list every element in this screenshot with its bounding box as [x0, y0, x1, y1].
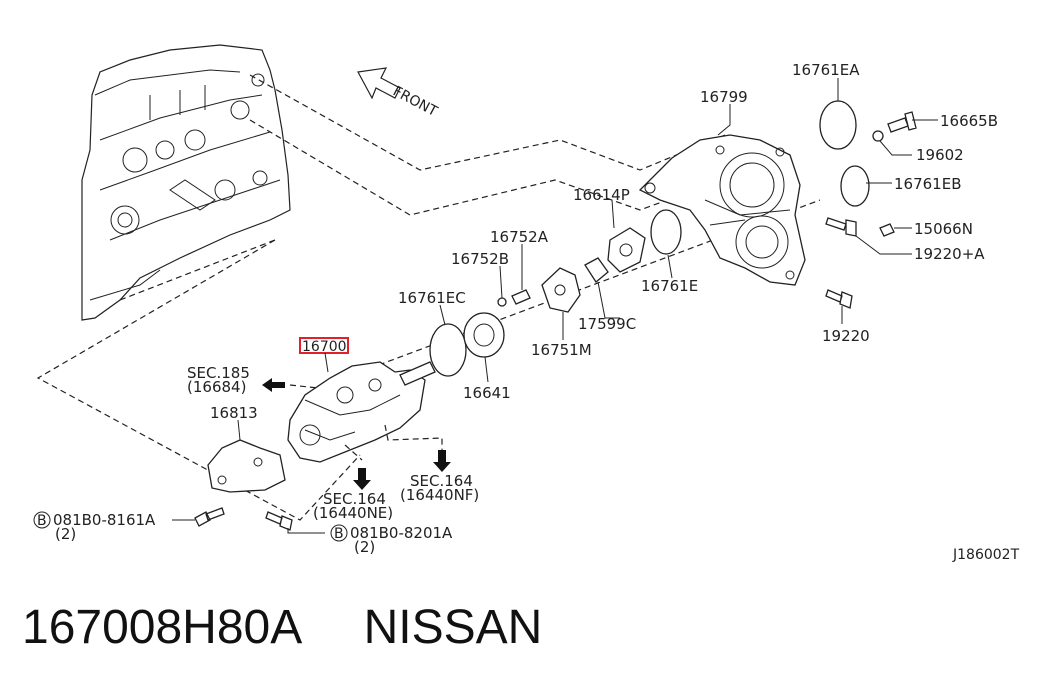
- label-sec185: SEC.185: [187, 364, 250, 382]
- gasket-16761ea: [819, 100, 857, 150]
- label-19220: 19220: [822, 327, 870, 345]
- washer-16752b: [497, 297, 507, 307]
- label-16751m: 16751M: [531, 341, 592, 359]
- injection-pump: [287, 361, 436, 463]
- label-16614p: 16614P: [573, 186, 630, 204]
- washer-19602: [872, 130, 884, 142]
- flange-16641: [463, 312, 505, 358]
- label-sec164-nf: SEC.164: [410, 472, 473, 490]
- label-16813: 16813: [210, 404, 258, 422]
- label-16799: 16799: [700, 88, 748, 106]
- bushing-17599c: [584, 257, 609, 283]
- label-16761eb: 16761EB: [894, 175, 962, 193]
- label-bolt-a-qty: (2): [55, 525, 76, 543]
- label-16700: 16700: [302, 339, 347, 355]
- arrow-sec164-nf-icon: [433, 450, 451, 472]
- label-15066n: 15066N: [914, 220, 973, 238]
- sec164-nf-leader: [384, 424, 443, 450]
- label-16752a: 16752A: [490, 228, 549, 246]
- gasket-16761ec: [429, 323, 467, 377]
- bolt-19220a: [825, 217, 857, 237]
- label-bolt-a: 081B0-8161A: [53, 511, 156, 529]
- label-sec164-ne: SEC.164: [323, 490, 386, 508]
- part-caption: 167008H80A NISSAN: [22, 596, 1022, 666]
- exploded-parts-diagram: FRONT: [33, 44, 1020, 563]
- label-17599c: 17599C: [578, 315, 636, 333]
- part-number: 167008H80A: [22, 601, 303, 654]
- bolt-a-marker: B: [37, 513, 47, 529]
- label-16752b: 16752B: [451, 250, 509, 268]
- label-19602: 19602: [916, 146, 964, 164]
- brand-name: NISSAN: [363, 601, 543, 654]
- assembly-outline: [36, 74, 726, 521]
- label-bolt-b: 081B0-8201A: [350, 524, 453, 542]
- leader-lines: [172, 78, 938, 534]
- drawing-code: J186002T: [952, 547, 1020, 563]
- bolt-19220: [825, 289, 853, 309]
- label-sec185-ref: (16684): [187, 378, 246, 396]
- engine-block: [81, 44, 291, 321]
- label-16761e: 16761E: [641, 277, 698, 295]
- bolt-16665b: [887, 111, 917, 133]
- front-label: FRONT: [390, 83, 440, 120]
- bolt-b-marker: B: [334, 526, 344, 542]
- highlight-box-16700: [299, 337, 349, 354]
- label-19220-a: 19220+A: [914, 245, 985, 263]
- bracket-16813: [207, 439, 286, 493]
- label-bolt-b-qty: (2): [354, 538, 375, 556]
- bolt-16752a: [511, 289, 531, 305]
- arrow-sec185-icon: [262, 378, 285, 392]
- label-16665b: 16665B: [940, 112, 998, 130]
- label-sec164-nf-ref: (16440NF): [400, 486, 479, 504]
- label-sec164-ne-ref: (16440NE): [313, 504, 393, 522]
- sec164-ne-leader: [344, 444, 363, 461]
- bolt-b-marker-icon: [330, 524, 348, 542]
- bolt-081b0-8161a: [194, 507, 225, 527]
- label-16641: 16641: [463, 384, 511, 402]
- front-cover: [638, 134, 806, 286]
- plug-15066n: [879, 223, 895, 237]
- plate-16614p: [607, 227, 646, 273]
- hub-16751m: [541, 267, 581, 313]
- gasket-16761eb: [840, 165, 870, 207]
- gasket-16761e: [650, 209, 682, 255]
- sec185-leader: [289, 384, 319, 389]
- bolt-081b0-8201a: [265, 511, 293, 531]
- label-16761ec: 16761EC: [398, 289, 466, 307]
- front-arrow-icon: [357, 67, 401, 100]
- bolt-a-marker-icon: [33, 511, 51, 529]
- arrow-sec164-ne-icon: [353, 468, 371, 490]
- label-16761ea: 16761EA: [792, 61, 860, 79]
